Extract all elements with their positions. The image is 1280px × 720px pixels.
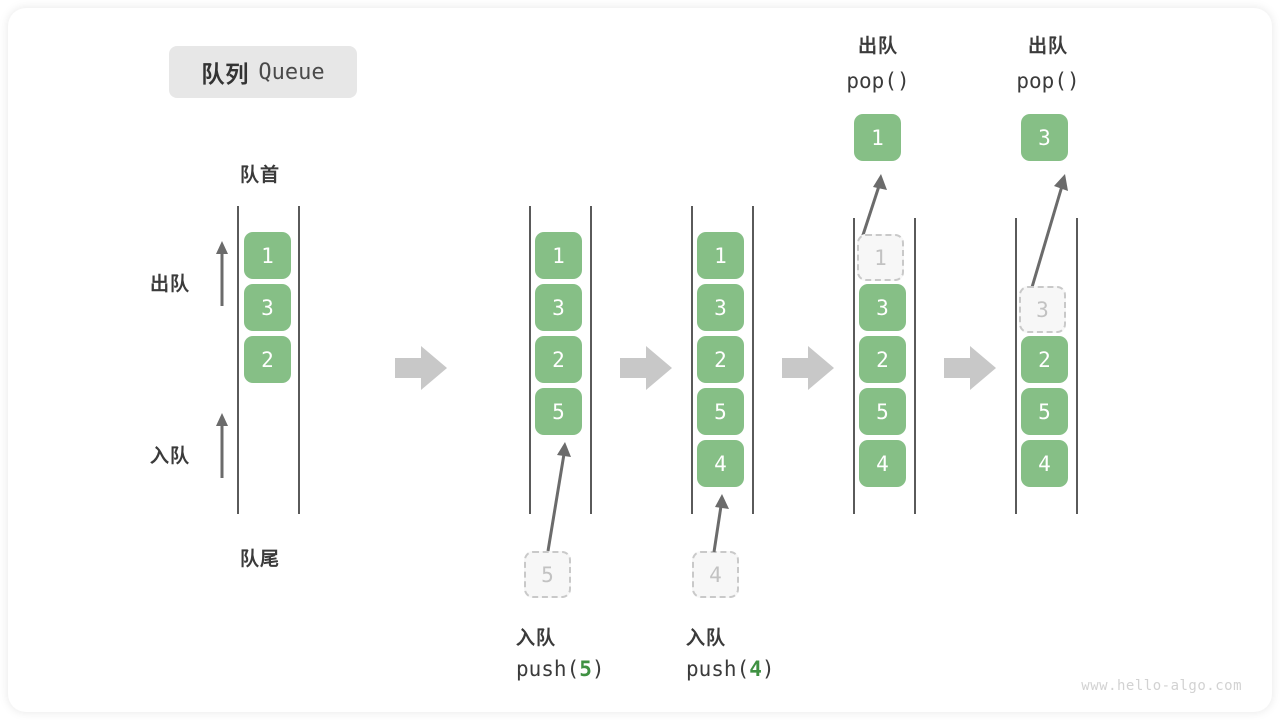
queue-slot: 2 <box>244 336 291 383</box>
queue-slot: 1 <box>244 232 291 279</box>
queue-slot: 5 <box>697 388 744 435</box>
caption-fn: push( <box>686 657 750 681</box>
step-arrow-icon <box>395 346 447 390</box>
queue-slot: 2 <box>859 336 906 383</box>
caption-line1: 出队 <box>857 36 898 57</box>
queue-slot: 3 <box>697 284 744 331</box>
rail-left <box>691 206 693 514</box>
step-arrow-icon <box>620 346 672 390</box>
head-label: 队首 <box>240 165 281 186</box>
queue-slot: 4 <box>1021 440 1068 487</box>
queue-slot-ghost: 3 <box>1019 286 1066 333</box>
queue-slot: 3 <box>244 284 291 331</box>
caption-close: ) <box>761 657 775 681</box>
tail-label: 队尾 <box>240 549 281 570</box>
rail-left <box>237 206 239 514</box>
caption-line2: pop() <box>1016 69 1080 93</box>
push-arrow-icon <box>546 442 571 552</box>
pop-1-caption: 出队 pop() <box>823 30 933 98</box>
rail-right <box>1076 218 1078 514</box>
rail-left <box>1015 218 1017 514</box>
queue-slot: 2 <box>535 336 582 383</box>
enqueue-direction-label: 入队 <box>150 446 191 467</box>
rail-right <box>298 206 300 514</box>
queue-slot: 1 <box>535 232 582 279</box>
title-en: Queue <box>258 59 325 85</box>
pop-arrow-icon <box>1028 174 1068 295</box>
rail-right <box>590 206 592 514</box>
queue-slot: 1 <box>697 232 744 279</box>
queue-slot: 3 <box>535 284 582 331</box>
enqueue-up-arrow-icon <box>216 413 228 478</box>
caption-line1: 出队 <box>1027 36 1068 57</box>
queue-slot: 3 <box>859 284 906 331</box>
caption-line1: 入队 <box>516 628 557 649</box>
queue-slot: 4 <box>859 440 906 487</box>
queue-slot: 2 <box>1021 336 1068 383</box>
queue-slot: 4 <box>697 440 744 487</box>
rail-right <box>752 206 754 514</box>
caption-close: ) <box>591 657 605 681</box>
queue-slot: 5 <box>859 388 906 435</box>
diagram-stage: 队列 Queue 队首 队尾 1 3 2 出队 入队 1 3 2 5 5 入队 <box>8 8 1272 712</box>
queue-slot: 5 <box>535 388 582 435</box>
pop-arrow-icon <box>860 174 887 239</box>
pop-3-caption: 出队 pop() <box>993 30 1103 98</box>
queue-slot-ghost: 1 <box>857 234 904 281</box>
popped-element: 3 <box>1021 114 1068 161</box>
queue-slot: 2 <box>697 336 744 383</box>
step-arrow-icon <box>944 346 996 390</box>
watermark: www.hello-algo.com <box>1081 678 1242 694</box>
push-4-caption: 入队 push(4) <box>686 624 775 684</box>
caption-line2: pop() <box>846 69 910 93</box>
caption-line1: 入队 <box>686 628 727 649</box>
caption-fn: push( <box>516 657 580 681</box>
dequeue-direction-label: 出队 <box>150 274 191 295</box>
caption-arg: 4 <box>749 657 762 681</box>
step-arrow-icon <box>782 346 834 390</box>
rail-left <box>529 206 531 514</box>
caption-line2: push(5) <box>516 654 605 684</box>
push-arrow-icon <box>712 494 729 553</box>
diagram-card: 队列 Queue 队首 队尾 1 3 2 出队 入队 1 3 2 5 5 入队 <box>8 8 1272 712</box>
rail-left <box>853 218 855 514</box>
push-5-caption: 入队 push(5) <box>516 624 605 684</box>
title-cn: 队列 <box>201 61 250 87</box>
popped-element: 1 <box>854 114 901 161</box>
caption-arg: 5 <box>579 657 592 681</box>
dequeue-up-arrow-icon <box>216 241 228 306</box>
queue-slot: 5 <box>1021 388 1068 435</box>
rail-right <box>914 218 916 514</box>
caption-line2: push(4) <box>686 654 775 684</box>
incoming-element-ghost: 4 <box>692 551 739 598</box>
incoming-element-ghost: 5 <box>524 551 571 598</box>
diagram-title-chip: 队列 Queue <box>169 46 357 98</box>
